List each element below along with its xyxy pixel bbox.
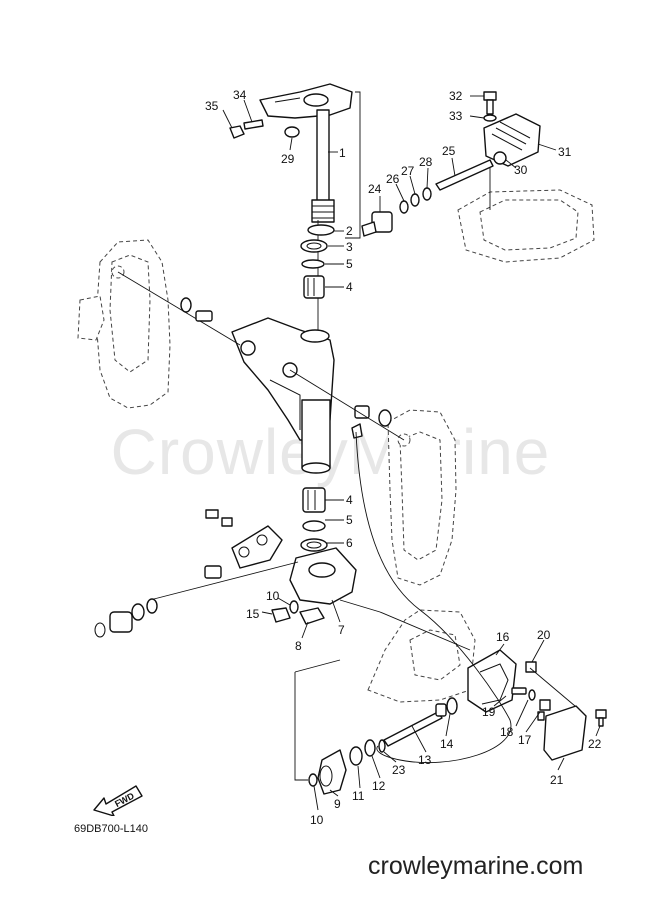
callout-9: 9 [334,797,341,811]
callout-24: 24 [368,182,382,196]
callout-10-upper: 10 [266,589,280,603]
upper-mount-bolts [205,509,233,527]
left-clamp-bracket [77,239,171,409]
grease-fitting [351,423,363,439]
upper-mount-plate [231,525,283,569]
callout-31: 31 [558,145,572,159]
right-clamp-bracket [387,409,457,586]
steering-arm-washer [284,126,300,138]
cover-bolt-washer [511,687,536,701]
o-ring-lower [302,520,326,532]
callout-7: 7 [338,623,345,637]
callout-15: 15 [246,607,260,621]
lower-unit-outline [367,609,476,703]
left-rubber-mount [94,598,158,638]
lower-washer-10 [308,773,318,787]
callout-6: 6 [346,536,353,550]
callout-22: 22 [588,737,602,751]
shaft-bushing-upper [300,239,328,253]
callout-leaders [222,95,601,811]
callout-17: 17 [518,733,532,747]
callout-16: 16 [496,630,510,644]
upper-rubber-mount [361,211,393,237]
callout-10-lower: 10 [310,813,324,827]
upper-mount-clamp [483,113,541,167]
callout-33: 33 [449,109,463,123]
lower-through-bolt [383,703,447,747]
washer-left [289,600,299,614]
lower-mount-bracket [289,547,357,605]
callout-20: 20 [537,628,551,642]
callout-30: 30 [514,163,528,177]
callout-11: 11 [352,789,365,803]
clamp-washer [493,151,507,165]
pin-washer-26 [399,200,409,214]
callout-5-lower: 5 [346,513,353,527]
steering-arm-nut [229,125,245,139]
callout-26: 26 [386,172,400,186]
cover-nut [525,661,537,673]
top-washer [483,114,497,122]
swivel-bracket [231,317,335,474]
callout-29: 29 [281,152,295,166]
stopper-clip [299,607,325,625]
steering-arm [259,83,353,119]
lower-washer-14 [446,697,458,715]
callout-34: 34 [233,88,247,102]
shaft-bushing-lower [300,538,328,552]
steering-arm-bolt [243,119,264,130]
callout-25: 25 [442,144,456,158]
lower-mount-cap [543,705,587,761]
callout-18: 18 [500,725,514,739]
callout-21: 21 [550,773,564,787]
nut-left [271,607,291,623]
pin-washer-27 [410,193,420,207]
callout-2: 2 [346,224,353,238]
top-bolt [483,91,497,115]
footer-url: crowleymarine.com [368,852,584,880]
callout-4-lower: 4 [346,493,353,507]
callout-8: 8 [295,639,302,653]
tilt-pin-washer-right [354,405,392,427]
callout-14: 14 [440,737,454,751]
swivel-bushing-upper [303,275,325,299]
callout-4-upper: 4 [346,280,353,294]
callout-35: 35 [205,99,219,113]
mount-through-pin [435,159,494,191]
cover-bolt [537,699,551,721]
lower-washer-12 [364,739,376,757]
callout-1: 1 [339,146,346,160]
callout-13: 13 [418,753,432,767]
callout-19: 19 [482,705,496,719]
shaft-ring [307,224,335,236]
callout-28: 28 [419,155,433,169]
pin-washer-28 [422,187,432,201]
callout-27: 27 [401,164,415,178]
tilt-pin-washer-left [180,297,213,322]
callout-23: 23 [392,763,406,777]
callout-3: 3 [346,240,353,254]
o-ring-upper [301,259,325,269]
left-mount-bolt [204,565,222,579]
callout-32: 32 [449,89,463,103]
steering-shaft [311,109,335,223]
fwd-arrow-icon: FWD [93,785,143,816]
diagram-code: 69DB700-L140 [74,823,149,835]
swivel-bushing-lower [302,487,326,513]
lower-rubber-mount [317,749,347,795]
callout-labels: 35 34 29 1 2 3 5 4 32 33 31 30 25 28 27 … [205,88,602,827]
lower-mount-cover [467,649,517,713]
lower-washer-23 [378,739,386,753]
engine-mount-tray-outline [457,189,595,263]
cap-screw [595,709,607,727]
lower-washer-11 [349,746,363,766]
callout-12: 12 [372,779,386,793]
callout-5-upper: 5 [346,257,353,271]
